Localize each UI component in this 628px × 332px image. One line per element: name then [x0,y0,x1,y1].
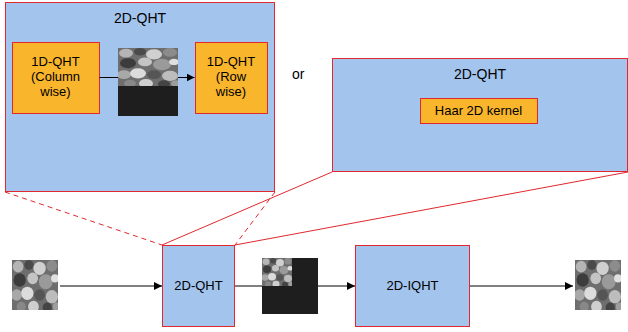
zoom-line [162,172,628,245]
flow-arrow [100,77,195,78]
photo [574,260,623,313]
output-image [574,260,623,313]
process-box: 2D-QHT [162,245,235,327]
transformed-image [262,258,319,314]
column-transformed-image [117,48,181,116]
photo [262,258,294,287]
transform-panel: 2D-QHT 1D-QHT (Column wise) 1D-QHT (Row wi… [5,2,275,192]
output-arrow [470,286,573,287]
process-box: 1D-QHT (Column wise) [12,42,100,114]
node-text: 2D-IQHT [387,279,439,294]
node-text: Haar 2D kernel [435,104,522,119]
node-text: 2D-QHT [333,66,627,82]
zero-band [118,48,178,116]
transform-panel: 2D-QHT Haar 2D kernel [332,58,628,172]
photo [117,48,181,88]
process-box: 1D-QHT (Row wise) [195,42,268,114]
process-box: Haar 2D kernel [420,98,538,125]
node-text: 1D-QHT (Row wise) [200,55,263,100]
zoom-line [5,192,275,245]
input-arrow [60,286,162,287]
or-label: or [292,66,304,82]
photo [11,260,60,313]
zero-band [262,258,318,314]
process-box: 2D-IQHT [355,245,470,327]
node-text: 1D-QHT (Column wise) [17,55,95,100]
node-text: 2D-QHT [174,279,222,294]
flow-arrow [235,286,355,287]
input-image [11,260,60,313]
node-text: 2D-QHT [6,10,274,26]
